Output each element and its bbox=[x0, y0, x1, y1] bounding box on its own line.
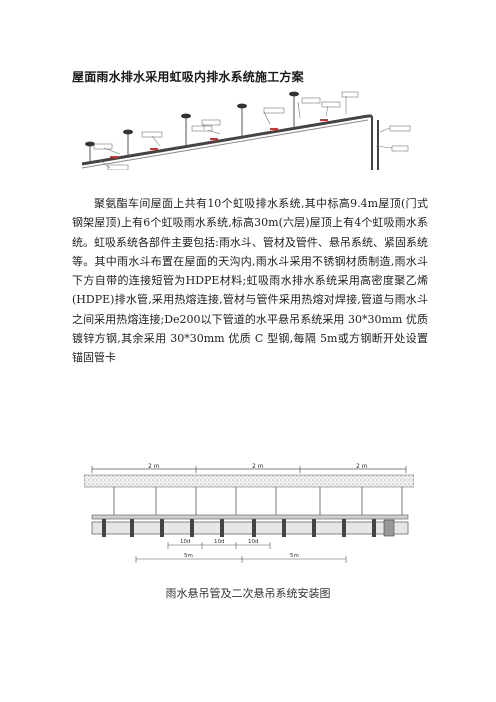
siphon-drainage-diagram bbox=[81, 91, 411, 170]
dim-span-2: 5m bbox=[290, 553, 299, 559]
dim-bottom-3: 10d bbox=[248, 539, 259, 545]
suspension-system-drawing: 2 m 2 m 2 m bbox=[84, 463, 414, 563]
dim-top-1: 2 m bbox=[148, 463, 160, 470]
dim-top-2: 2 m bbox=[252, 463, 264, 470]
dim-top-3: 2 m bbox=[356, 463, 368, 470]
figure-caption: 雨水悬吊管及二次悬吊系统安装图 bbox=[165, 587, 331, 600]
dim-bottom-1: 10d bbox=[180, 539, 191, 545]
body-paragraph: 聚氨酯车间屋面上共有10个虹吸排水系统,其中标高9.4m屋顶(门式钢架屋顶)上有… bbox=[72, 197, 428, 365]
dim-bottom-2: 10d bbox=[214, 539, 225, 545]
document-title: 屋面雨水排水采用虹吸内排水系统施工方案 bbox=[72, 70, 304, 84]
dim-span-1: 5m bbox=[184, 553, 193, 559]
